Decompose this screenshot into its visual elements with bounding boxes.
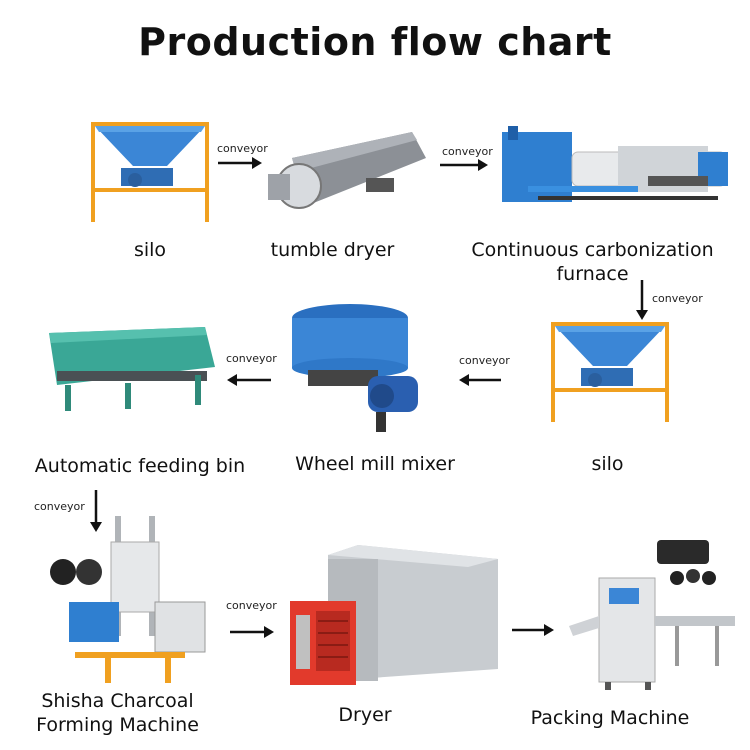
step-label-tumble-dryer: tumble dryer [270,239,395,261]
dryer-image [290,545,498,685]
carbonization-furnace-image [502,126,728,202]
packing-machine-image [569,540,735,690]
step-label-carbonization-furnace: Continuous carbonization furnace [471,239,714,285]
step-label-silo-2: silo [591,453,624,475]
silo-2-image [551,322,669,422]
conveyor-label-1: conveyor [217,142,268,155]
silo-1-image [91,122,209,222]
wheel-mill-mixer-image [292,304,418,432]
step-label-forming-machine: Shisha Charcoal Forming Machine [36,690,199,736]
forming-machine-image [50,516,206,683]
conveyor-label-3: conveyor [652,292,703,305]
step-label-silo-1: silo [133,239,167,261]
conveyor-label-5: conveyor [459,354,510,367]
conveyor-label-7: conveyor [226,599,277,612]
arrow-right-1 [218,157,262,169]
arrow-left-2 [459,374,501,386]
arrow-right-3 [230,626,274,638]
step-label-dryer: Dryer [338,704,392,726]
conveyor-label-4: conveyor [226,352,277,365]
conveyor-label-6: conveyor [34,500,85,513]
step-label-wheel-mill-mixer: Wheel mill mixer [295,453,455,475]
tumble-dryer-image [268,132,426,209]
step-label-feeding-bin: Automatic feeding bin [34,455,246,477]
arrow-down-2 [90,490,102,532]
page-title: Production flow chart [138,20,612,64]
arrow-right-4 [512,624,554,636]
feeding-bin-image [49,327,215,411]
arrow-down-1 [636,280,648,320]
step-label-packing-machine: Packing Machine [530,707,690,729]
conveyor-label-2: conveyor [442,145,493,158]
arrow-left-1 [227,374,271,386]
arrow-right-2 [440,159,488,171]
